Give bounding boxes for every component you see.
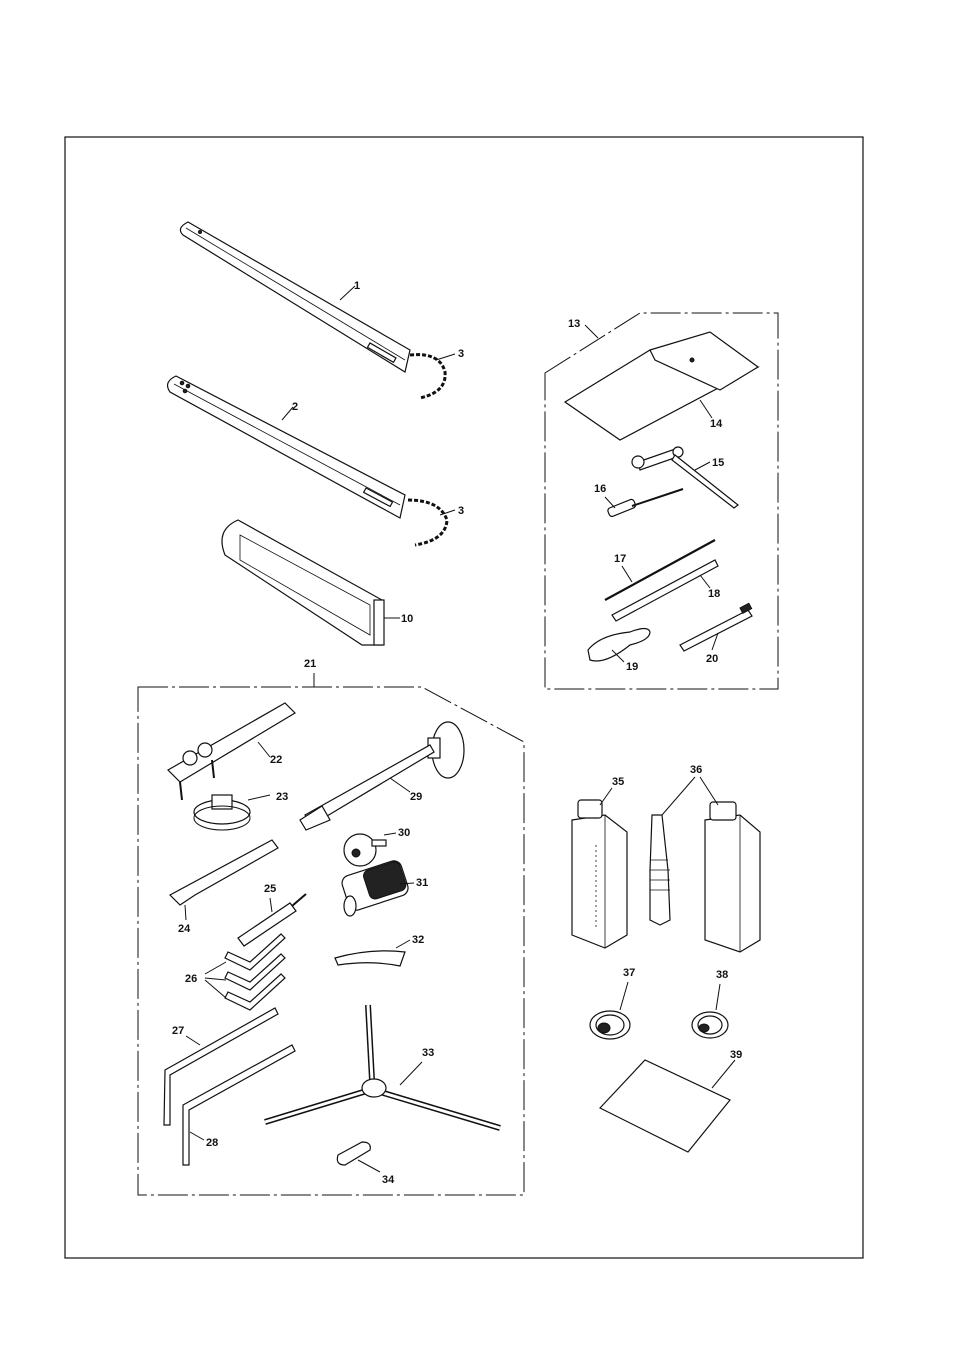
label-20: 20 xyxy=(706,653,718,665)
label-35: 35 xyxy=(612,776,624,788)
guide-bar-1 xyxy=(179,221,411,373)
oil-bottle-35 xyxy=(571,799,628,949)
label-25: 25 xyxy=(264,883,276,895)
tool-31 xyxy=(341,860,409,917)
filter-37 xyxy=(589,1010,631,1040)
label-39: 39 xyxy=(730,1049,742,1061)
guide-bar-2 xyxy=(166,375,406,519)
funnel-spout xyxy=(649,814,671,926)
label-1: 1 xyxy=(354,280,360,292)
label-16: 16 xyxy=(594,483,606,495)
outer-frame xyxy=(64,136,864,1259)
screwdriver xyxy=(607,488,684,518)
tool-22 xyxy=(167,702,296,801)
label-23: 23 xyxy=(276,791,288,803)
label-31: 31 xyxy=(416,877,428,889)
tool-32 xyxy=(334,950,406,967)
label-13: 13 xyxy=(568,318,580,330)
label-26: 26 xyxy=(185,973,197,985)
file-handle xyxy=(587,627,651,662)
tool-bag xyxy=(563,331,760,441)
tool-24 xyxy=(169,839,279,906)
kit-box-21 xyxy=(137,686,525,1196)
label-18: 18 xyxy=(708,588,720,600)
label-3a: 3 xyxy=(458,348,464,360)
label-27: 27 xyxy=(172,1025,184,1037)
label-37: 37 xyxy=(623,967,635,979)
box-wrench xyxy=(631,446,739,509)
filter-38 xyxy=(691,1011,729,1039)
saw-chain-1 xyxy=(409,353,447,400)
tool-29 xyxy=(299,721,465,831)
tool-34 xyxy=(336,1141,371,1166)
label-29: 29 xyxy=(410,791,422,803)
l-wrench-28 xyxy=(182,1044,296,1166)
label-3b: 3 xyxy=(458,505,464,517)
label-21: 21 xyxy=(304,658,316,670)
file xyxy=(604,539,716,601)
tool-30 xyxy=(343,833,387,867)
bar-cover xyxy=(221,519,385,646)
label-24: 24 xyxy=(178,923,191,935)
depth-gauge xyxy=(679,602,753,652)
saw-chain-2 xyxy=(407,498,449,547)
label-33: 33 xyxy=(422,1047,434,1059)
label-38: 38 xyxy=(716,969,728,981)
tool-23 xyxy=(193,794,251,831)
label-10: 10 xyxy=(401,613,413,625)
hex-keys xyxy=(224,933,286,1011)
flat-file xyxy=(611,559,719,622)
l-wrench-27 xyxy=(163,1007,279,1126)
manual-39 xyxy=(599,1059,731,1153)
label-32: 32 xyxy=(412,934,424,946)
label-36: 36 xyxy=(690,764,702,776)
oil-bottle-36 xyxy=(704,801,761,953)
label-30: 30 xyxy=(398,827,410,839)
label-34: 34 xyxy=(382,1174,395,1186)
kit-box-13 xyxy=(544,312,779,690)
label-22: 22 xyxy=(270,754,282,766)
label-19: 19 xyxy=(626,661,638,673)
label-28: 28 xyxy=(206,1137,218,1149)
punch xyxy=(237,893,307,947)
label-17: 17 xyxy=(614,553,626,565)
label-15: 15 xyxy=(712,457,724,469)
tool-33 xyxy=(264,1004,501,1131)
label-14: 14 xyxy=(710,418,723,430)
label-2: 2 xyxy=(292,401,298,413)
